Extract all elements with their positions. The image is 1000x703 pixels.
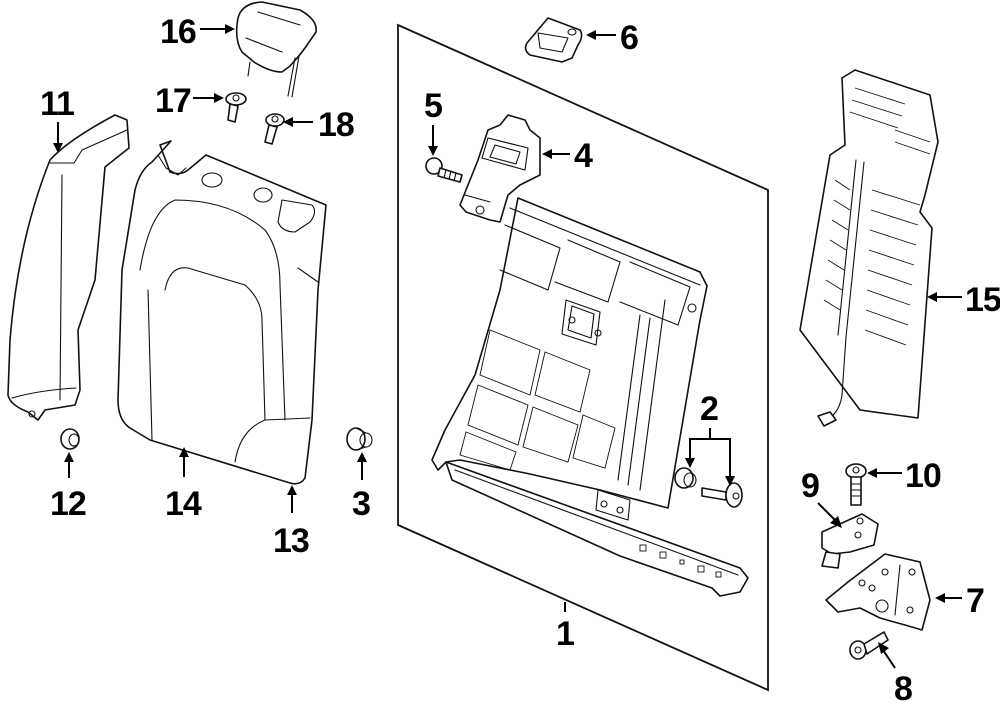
- callout-14: 14: [165, 485, 202, 523]
- screw-18-drawing: [264, 113, 285, 145]
- frame-panel-outline: [397, 23, 769, 692]
- callout-1: 1: [556, 615, 574, 653]
- headrest-drawing: [235, 1, 317, 98]
- bolt-10-drawing: [845, 463, 867, 506]
- screw-5-drawing: [425, 157, 463, 183]
- seat-back-cover-drawing: [117, 140, 327, 485]
- bolt-8-drawing: [849, 631, 889, 660]
- side-bolster-drawing: [7, 114, 130, 421]
- callout-4: 4: [574, 137, 593, 175]
- callout-3: 3: [352, 485, 370, 523]
- bushing-12-drawing: [60, 428, 80, 450]
- callout-2: 2: [700, 390, 718, 428]
- callout-13: 13: [273, 522, 309, 560]
- callout-17: 17: [155, 82, 191, 120]
- seat-back-frame-drawing: [431, 197, 749, 597]
- callout-15: 15: [965, 281, 1000, 319]
- guide-cap-drawing: [524, 17, 583, 63]
- callout-6: 6: [620, 19, 638, 57]
- latch-block-drawing: [821, 513, 879, 569]
- hinge-bracket-drawing: [825, 553, 931, 631]
- callout-8: 8: [894, 670, 912, 703]
- callout-11: 11: [40, 85, 74, 123]
- bushing-3-drawing: [346, 427, 373, 451]
- callout-12: 12: [50, 485, 86, 523]
- callout-10: 10: [905, 457, 941, 495]
- callout-18: 18: [318, 106, 354, 144]
- bushing-bolt-2-drawing: [674, 467, 743, 508]
- heating-pad-drawing: [799, 69, 939, 427]
- guide-bracket-drawing: [459, 114, 541, 223]
- callout-16: 16: [160, 13, 196, 51]
- callout-9: 9: [801, 467, 819, 505]
- callout-7: 7: [966, 582, 984, 620]
- screw-17-drawing: [225, 92, 247, 123]
- callout-5: 5: [424, 87, 442, 125]
